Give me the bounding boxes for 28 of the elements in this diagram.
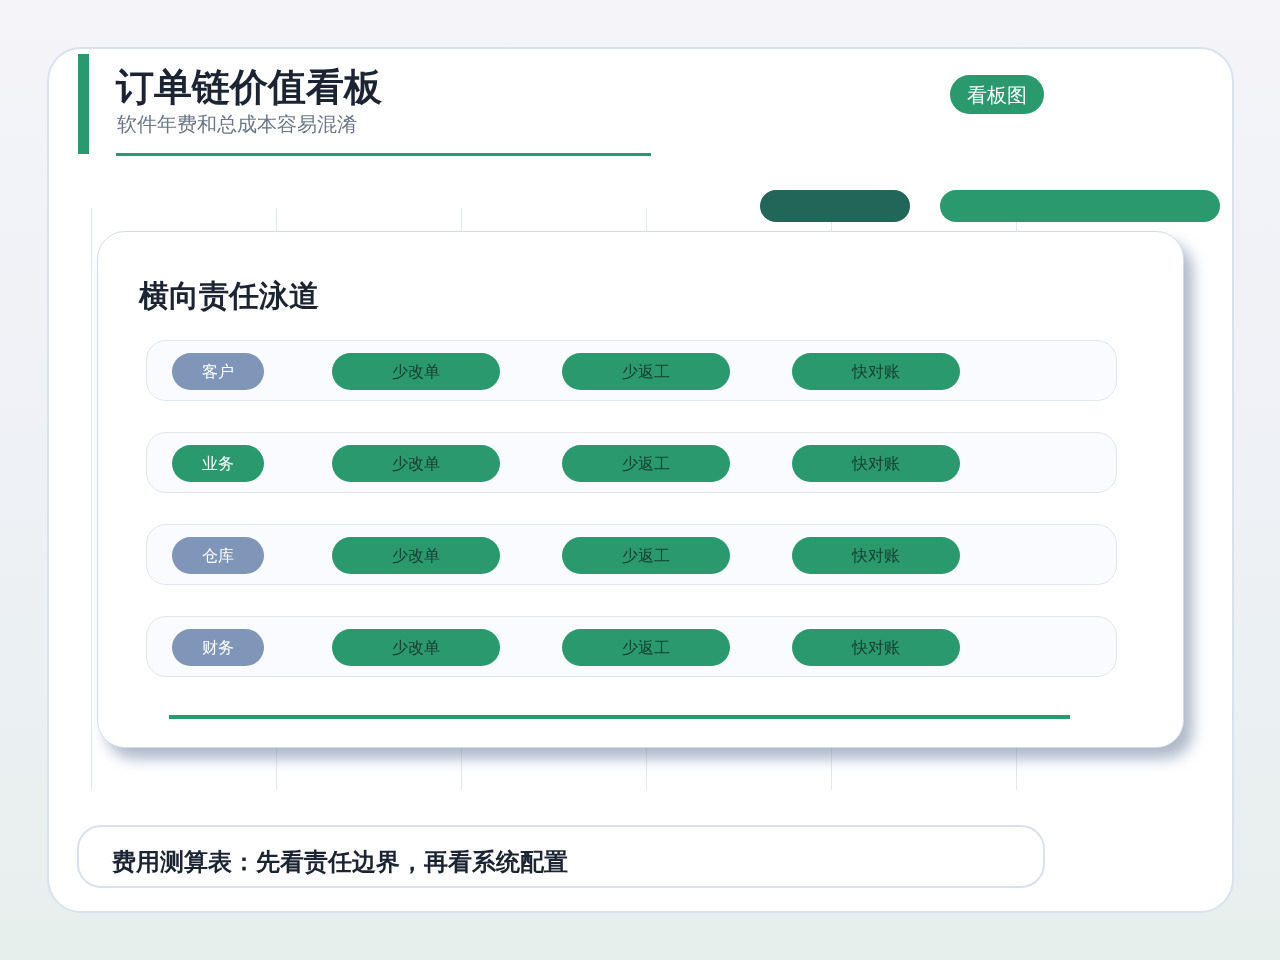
step-pill: 少返工: [562, 537, 730, 574]
lane-label: 财务: [172, 629, 264, 666]
pill-bar: [760, 190, 910, 222]
step-pill: 少返工: [562, 629, 730, 666]
lane-label: 业务: [172, 445, 264, 482]
card-heading: 横向责任泳道: [139, 278, 319, 314]
step-pill: 快对账: [792, 629, 960, 666]
title: 订单链价值看板: [116, 66, 382, 110]
step-pill: 少改单: [332, 537, 500, 574]
note-box: 费用测算表：先看责任边界，再看系统配置: [77, 825, 1045, 888]
step-pill: 少改单: [332, 445, 500, 482]
step-pill: 少返工: [562, 445, 730, 482]
pill-bar: [940, 190, 1220, 222]
swimlane-band: [146, 524, 1117, 585]
step-pill: 少改单: [332, 353, 500, 390]
subtitle: 软件年费和总成本容易混淆: [117, 112, 357, 136]
lane-card: [97, 231, 1184, 748]
swimlane-band: [146, 340, 1117, 401]
step-pill: 快对账: [792, 445, 960, 482]
step-pill: 少返工: [562, 353, 730, 390]
lane-label: 客户: [172, 353, 264, 390]
lane-label: 仓库: [172, 537, 264, 574]
step-pill: 快对账: [792, 537, 960, 574]
step-pill: 少改单: [332, 629, 500, 666]
view-badge: 看板图: [950, 75, 1044, 114]
swimlane-band: [146, 616, 1117, 677]
swimlane-band: [146, 432, 1117, 493]
step-pill: 快对账: [792, 353, 960, 390]
